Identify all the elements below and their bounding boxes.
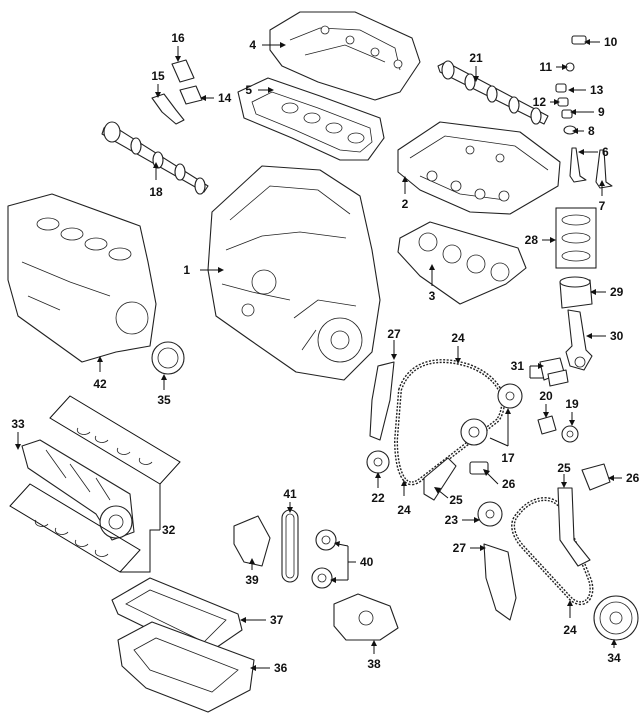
- callout-32: 32: [162, 523, 176, 537]
- callout-11: 11: [539, 60, 552, 74]
- rear-main-seal-part: [151, 341, 185, 375]
- callout-13: 13: [590, 83, 604, 97]
- callout-4: 4: [249, 38, 256, 52]
- tensioner-guide-part: [423, 457, 591, 567]
- piston-ring-set-part: [555, 207, 597, 269]
- callout-3: 3: [429, 289, 436, 303]
- pulley-parts: [311, 529, 337, 589]
- callout-27b: 27: [453, 541, 467, 555]
- callout-40: 40: [360, 555, 374, 569]
- callout-24c: 24: [563, 623, 577, 637]
- callout-1: 1: [183, 263, 190, 277]
- engine-block-part: [7, 193, 157, 363]
- callout-6: 6: [602, 145, 609, 159]
- intake-camshaft-part: [437, 60, 549, 125]
- sensor-parts: [151, 59, 203, 125]
- callout-21: 21: [469, 51, 483, 65]
- belt-part: [281, 509, 299, 583]
- callout-22: 22: [371, 491, 385, 505]
- callout-36: 36: [274, 661, 288, 675]
- callout-19: 19: [565, 397, 579, 411]
- callout-27a: 27: [387, 327, 401, 341]
- callout-42: 42: [93, 377, 107, 391]
- callout-16: 16: [171, 31, 185, 45]
- sprocket-parts: [366, 383, 523, 527]
- callout-23: 23: [445, 513, 459, 527]
- rod-bearing-part: [539, 357, 569, 387]
- callout-15: 15: [151, 69, 165, 83]
- mount-bracket-part: [233, 515, 271, 567]
- main-bearing-set-part: [9, 395, 181, 573]
- callout-18: 18: [149, 185, 163, 199]
- callout-20: 20: [539, 389, 553, 403]
- callout-17: 17: [501, 451, 515, 465]
- valvetrain-small-parts: [555, 35, 587, 135]
- callout-30: 30: [610, 329, 624, 343]
- callout-29: 29: [610, 285, 624, 299]
- callout-34: 34: [607, 651, 621, 665]
- valve-part: [569, 147, 613, 189]
- callout-24a: 24: [451, 331, 465, 345]
- oil-pan-gasket-part: [111, 577, 243, 657]
- engine-assembly-part: [207, 165, 381, 381]
- valve-cover-gasket-part: [237, 77, 385, 161]
- connecting-rod-part: [565, 309, 593, 371]
- callout-7: 7: [599, 199, 606, 213]
- callout-26b: 26: [626, 471, 640, 485]
- callout-12: 12: [533, 95, 547, 109]
- piston-part: [559, 276, 593, 309]
- pump-part: [333, 593, 399, 641]
- callout-10: 10: [604, 35, 618, 49]
- cam-timing-small-parts: [537, 415, 579, 443]
- callout-39: 39: [245, 573, 259, 587]
- oil-pan-part: [117, 621, 255, 713]
- callout-26a: 26: [502, 477, 516, 491]
- callout-9: 9: [598, 105, 605, 119]
- callout-35: 35: [157, 393, 171, 407]
- callout-31: 31: [511, 359, 525, 373]
- callout-2: 2: [402, 197, 409, 211]
- callout-41: 41: [283, 487, 297, 501]
- callout-14: 14: [218, 91, 232, 105]
- cylinder-head-part: [397, 121, 561, 215]
- callout-38: 38: [367, 657, 381, 671]
- callout-25b: 25: [557, 461, 571, 475]
- callout-8: 8: [588, 124, 595, 138]
- chain-tensioner-part: [469, 461, 611, 491]
- head-gasket-part: [397, 221, 527, 305]
- callout-5: 5: [245, 83, 252, 97]
- callout-labels: 1 2 3 4 5 6 7 8 9 10 11 12 13: [11, 31, 639, 675]
- callout-28: 28: [525, 233, 539, 247]
- valve-cover-part: [269, 11, 421, 101]
- callout-37: 37: [270, 613, 284, 627]
- chain-guide-part: [369, 361, 517, 621]
- callout-24b: 24: [397, 503, 411, 517]
- crankshaft-part: [21, 439, 135, 541]
- callout-25a: 25: [449, 493, 463, 507]
- callout-33: 33: [11, 417, 25, 431]
- crank-pulley-part: [593, 595, 639, 641]
- exhaust-camshaft-part: [101, 121, 209, 195]
